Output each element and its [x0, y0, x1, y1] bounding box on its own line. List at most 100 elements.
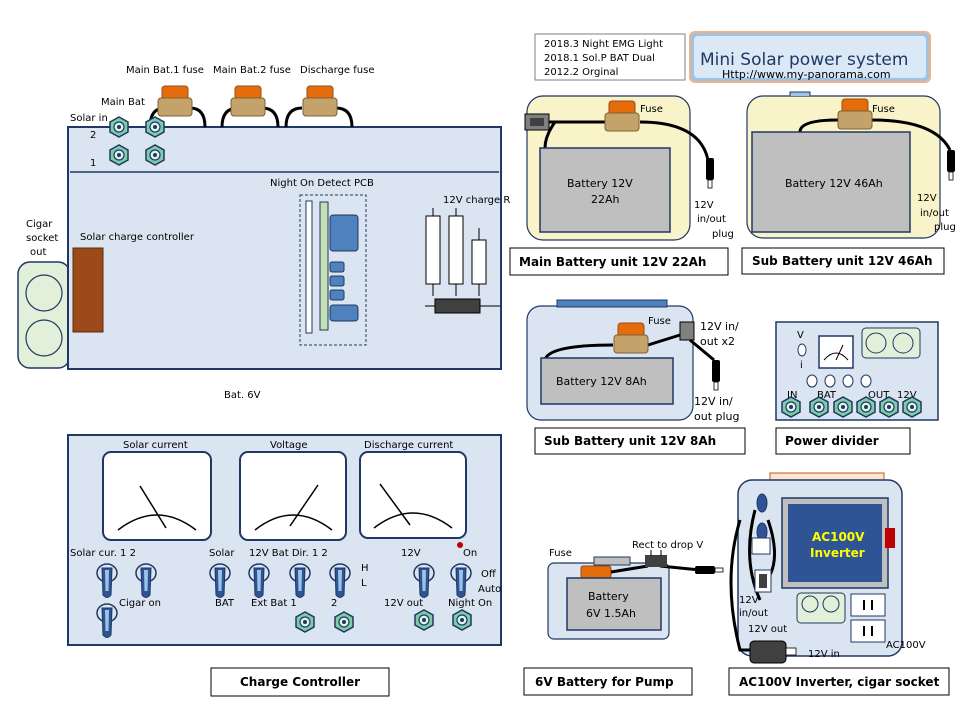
divider-bat-2-connector	[833, 396, 853, 418]
bat-6v-label: Bat. 6V	[224, 390, 261, 401]
power-divider-bat: BAT	[817, 390, 837, 401]
inverter-12v-out: 12V out	[748, 624, 787, 635]
ext-bat-2-connector	[334, 611, 354, 633]
main-battery-unit: Fuse Battery 12V 22Ah 12V in/out plug	[524, 95, 734, 241]
sub-battery-8-unit: Fuse Battery 12V 8Ah 12V in/ out x2 12V …	[526, 299, 740, 423]
sub-battery-46-fuse-label: Fuse	[872, 104, 895, 115]
inverter-caption: AC100V Inverter, cigar socket	[739, 675, 940, 689]
solar-charge-controller-module	[72, 247, 104, 333]
sub-battery-8-caption: Sub Battery unit 12V 8Ah	[544, 434, 716, 448]
sub-battery-8-plug-1: 12V in/	[694, 395, 733, 408]
sub-battery-46-plug-2: in/out	[920, 208, 949, 219]
solar-in-label: Solar in	[70, 113, 108, 124]
sub-battery-8-plug	[711, 359, 721, 391]
sub-battery-8-fuse	[613, 322, 649, 354]
main-battery-plug	[705, 157, 715, 189]
sub-battery-46-plug-1: 12V	[917, 193, 937, 204]
power-divider-in: IN	[787, 390, 797, 401]
solar-in-2b-connector	[145, 116, 165, 138]
on-label: On	[463, 548, 477, 559]
charge-controller-panel: Solar current Voltage Discharge current …	[67, 434, 502, 646]
h-label: H	[361, 563, 369, 574]
power-divider-unit: V i IN BAT OUT 12V	[775, 321, 939, 421]
off-label: Off	[481, 569, 497, 580]
fuse-label-1: Main Bat.1 fuse	[126, 65, 204, 76]
ext-bat-1-connector	[295, 611, 315, 633]
inverter-inout-2: in/out	[739, 608, 768, 619]
v12-out-label: 12V out	[384, 598, 423, 609]
solar-in-1a-connector	[109, 144, 129, 166]
battery-6v-caption: 6V Battery for Pump	[535, 675, 674, 689]
cigar-socket	[17, 261, 71, 369]
batdir-label: 12V Bat Dir. 1 2	[249, 548, 328, 559]
power-divider-v: V	[797, 330, 804, 341]
main-battery-fuse	[604, 100, 640, 132]
inverter-text-1: AC100V	[812, 530, 865, 544]
main-battery-plug-3: plug	[712, 229, 734, 240]
fuse-label-3: Discharge fuse	[300, 65, 375, 76]
inverter-ac100v: AC100V	[886, 640, 926, 651]
ext-bat-2-label: 2	[331, 598, 337, 609]
voltage-meter	[239, 451, 347, 541]
divider-bat-1-connector	[809, 396, 829, 418]
battery-6v-text-2: 6V 1.5Ah	[586, 607, 636, 620]
cigar-on-label: Cigar on	[119, 598, 161, 609]
night-on-connector	[452, 609, 472, 631]
history-line-1: 2018.3 Night EMG Light	[544, 39, 663, 50]
charge-resistors	[425, 208, 500, 314]
main-battery-plug-2: in/out	[697, 214, 726, 225]
sub-battery-46-text: Battery 12V 46Ah	[785, 177, 883, 190]
page-title: Mini Solar power system	[700, 50, 908, 70]
solar-switch-label: Solar	[209, 548, 235, 559]
meter-label-discharge: Discharge current	[364, 440, 453, 451]
cigar-label-2: socket	[26, 233, 58, 244]
discharge-12v-label: 12V	[401, 548, 421, 559]
main-battery-text-1: Battery 12V	[567, 177, 633, 190]
power-divider-12v: 12V	[897, 390, 917, 401]
main-battery-fuse-label: Fuse	[640, 104, 663, 115]
solar-in-2-label: 2	[90, 130, 96, 141]
history-line-3: 2012.2 Orginal	[544, 67, 618, 78]
main-bat-1-fuse	[157, 85, 193, 117]
sub-battery-46-plug-3: plug	[934, 222, 956, 233]
solar-in-2a-connector	[109, 116, 129, 138]
divider-in-connector	[781, 396, 801, 418]
night-pcb-label: Night On Detect PCB	[270, 178, 374, 189]
solar-in-1b-connector	[145, 144, 165, 166]
power-divider-i: i	[800, 360, 803, 371]
sub-battery-46-plug	[946, 149, 956, 181]
night-on-label: Night On	[448, 598, 492, 609]
main-bat-label: Main Bat	[101, 97, 145, 108]
bat-label: BAT	[215, 598, 235, 609]
sub-battery-8-inout-1: 12V in/	[700, 320, 739, 333]
sub-battery-46-fuse	[837, 98, 873, 130]
fuse-label-2: Main Bat.2 fuse	[213, 65, 291, 76]
sub-battery-8-text: Battery 12V 8Ah	[556, 375, 647, 388]
discharge-current-meter	[359, 451, 467, 539]
meter-label-voltage: Voltage	[270, 440, 308, 451]
sub-battery-46-caption: Sub Battery unit 12V 46Ah	[752, 254, 933, 268]
sub-battery-46-unit: Fuse Battery 12V 46Ah 12V in/out plug	[746, 91, 956, 239]
inverter-12v-in: 12V in	[808, 649, 840, 660]
main-battery-caption: Main Battery unit 12V 22Ah	[519, 255, 706, 269]
inverter-text-2: Inverter	[810, 546, 865, 560]
divider-12v-2-connector	[902, 396, 922, 418]
sub-battery-8-fuse-label: Fuse	[648, 316, 671, 327]
divider-12v-1-connector	[879, 396, 899, 418]
solar-cur-label: Solar cur. 1 2	[70, 548, 136, 559]
v12-out-connector	[414, 609, 434, 631]
meter-label-solar: Solar current	[123, 440, 188, 451]
inverter-inout-1: 12V	[739, 595, 759, 606]
title-banner: Mini Solar power system Http://www.my-pa…	[689, 31, 931, 83]
charge-controller-caption: Charge Controller	[240, 675, 360, 689]
night-pcb-outline	[299, 194, 367, 346]
charge-r-label: 12V charge R	[443, 195, 510, 206]
cigar-label-1: Cigar	[26, 219, 53, 230]
history-box: 2018.3 Night EMG Light 2018.1 Sol.P BAT …	[534, 33, 686, 81]
solar-current-meter	[102, 451, 212, 541]
battery-6v-rect-label: Rect to drop V	[632, 540, 703, 551]
title-url: Http://www.my-panorama.com	[722, 68, 891, 81]
cigar-label-3: out	[30, 247, 46, 258]
inverter-unit: AC100V Inverter 12V in/out 12V out 12V i…	[729, 472, 926, 664]
